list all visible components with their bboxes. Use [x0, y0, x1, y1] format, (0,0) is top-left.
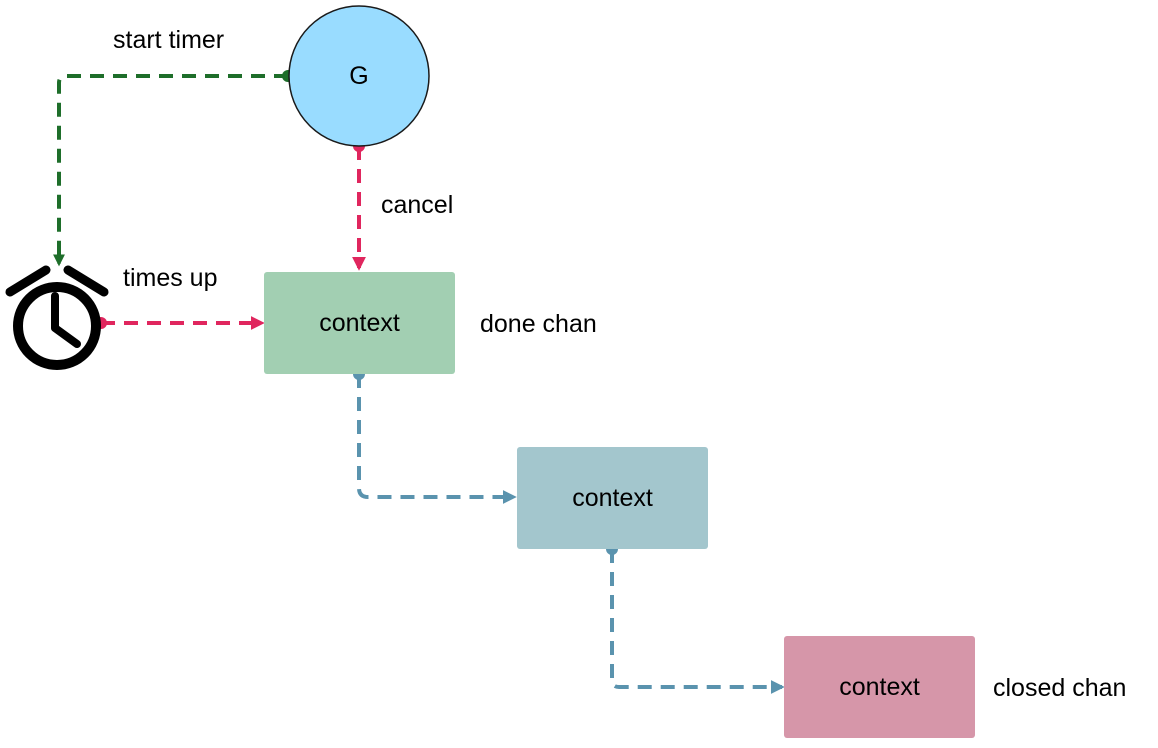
edge-start-timer — [53, 70, 294, 267]
context-node-2-label: context — [572, 483, 653, 512]
context-node-3: context — [784, 636, 975, 738]
edge-times-up — [95, 316, 265, 330]
goroutine-node-shape — [288, 5, 430, 147]
done-chan-label: done chan — [480, 310, 597, 338]
closed-chan-label: closed chan — [993, 674, 1127, 702]
goroutine-label: G — [349, 61, 369, 90]
alarm-clock-icon — [5, 265, 109, 370]
goroutine-node: G — [289, 6, 429, 146]
edge-propagate-1 — [353, 368, 517, 504]
edge-propagate-2 — [606, 543, 785, 694]
context-node-1: context — [264, 272, 455, 374]
cancel-label: cancel — [381, 191, 454, 219]
context-node-1-label: context — [319, 308, 400, 337]
context-node-3-label: context — [839, 672, 920, 701]
edge-cancel — [352, 140, 366, 271]
context-node-2: context — [517, 447, 708, 549]
start-timer-label: start timer — [113, 26, 225, 54]
times-up-label: times up — [123, 264, 218, 292]
